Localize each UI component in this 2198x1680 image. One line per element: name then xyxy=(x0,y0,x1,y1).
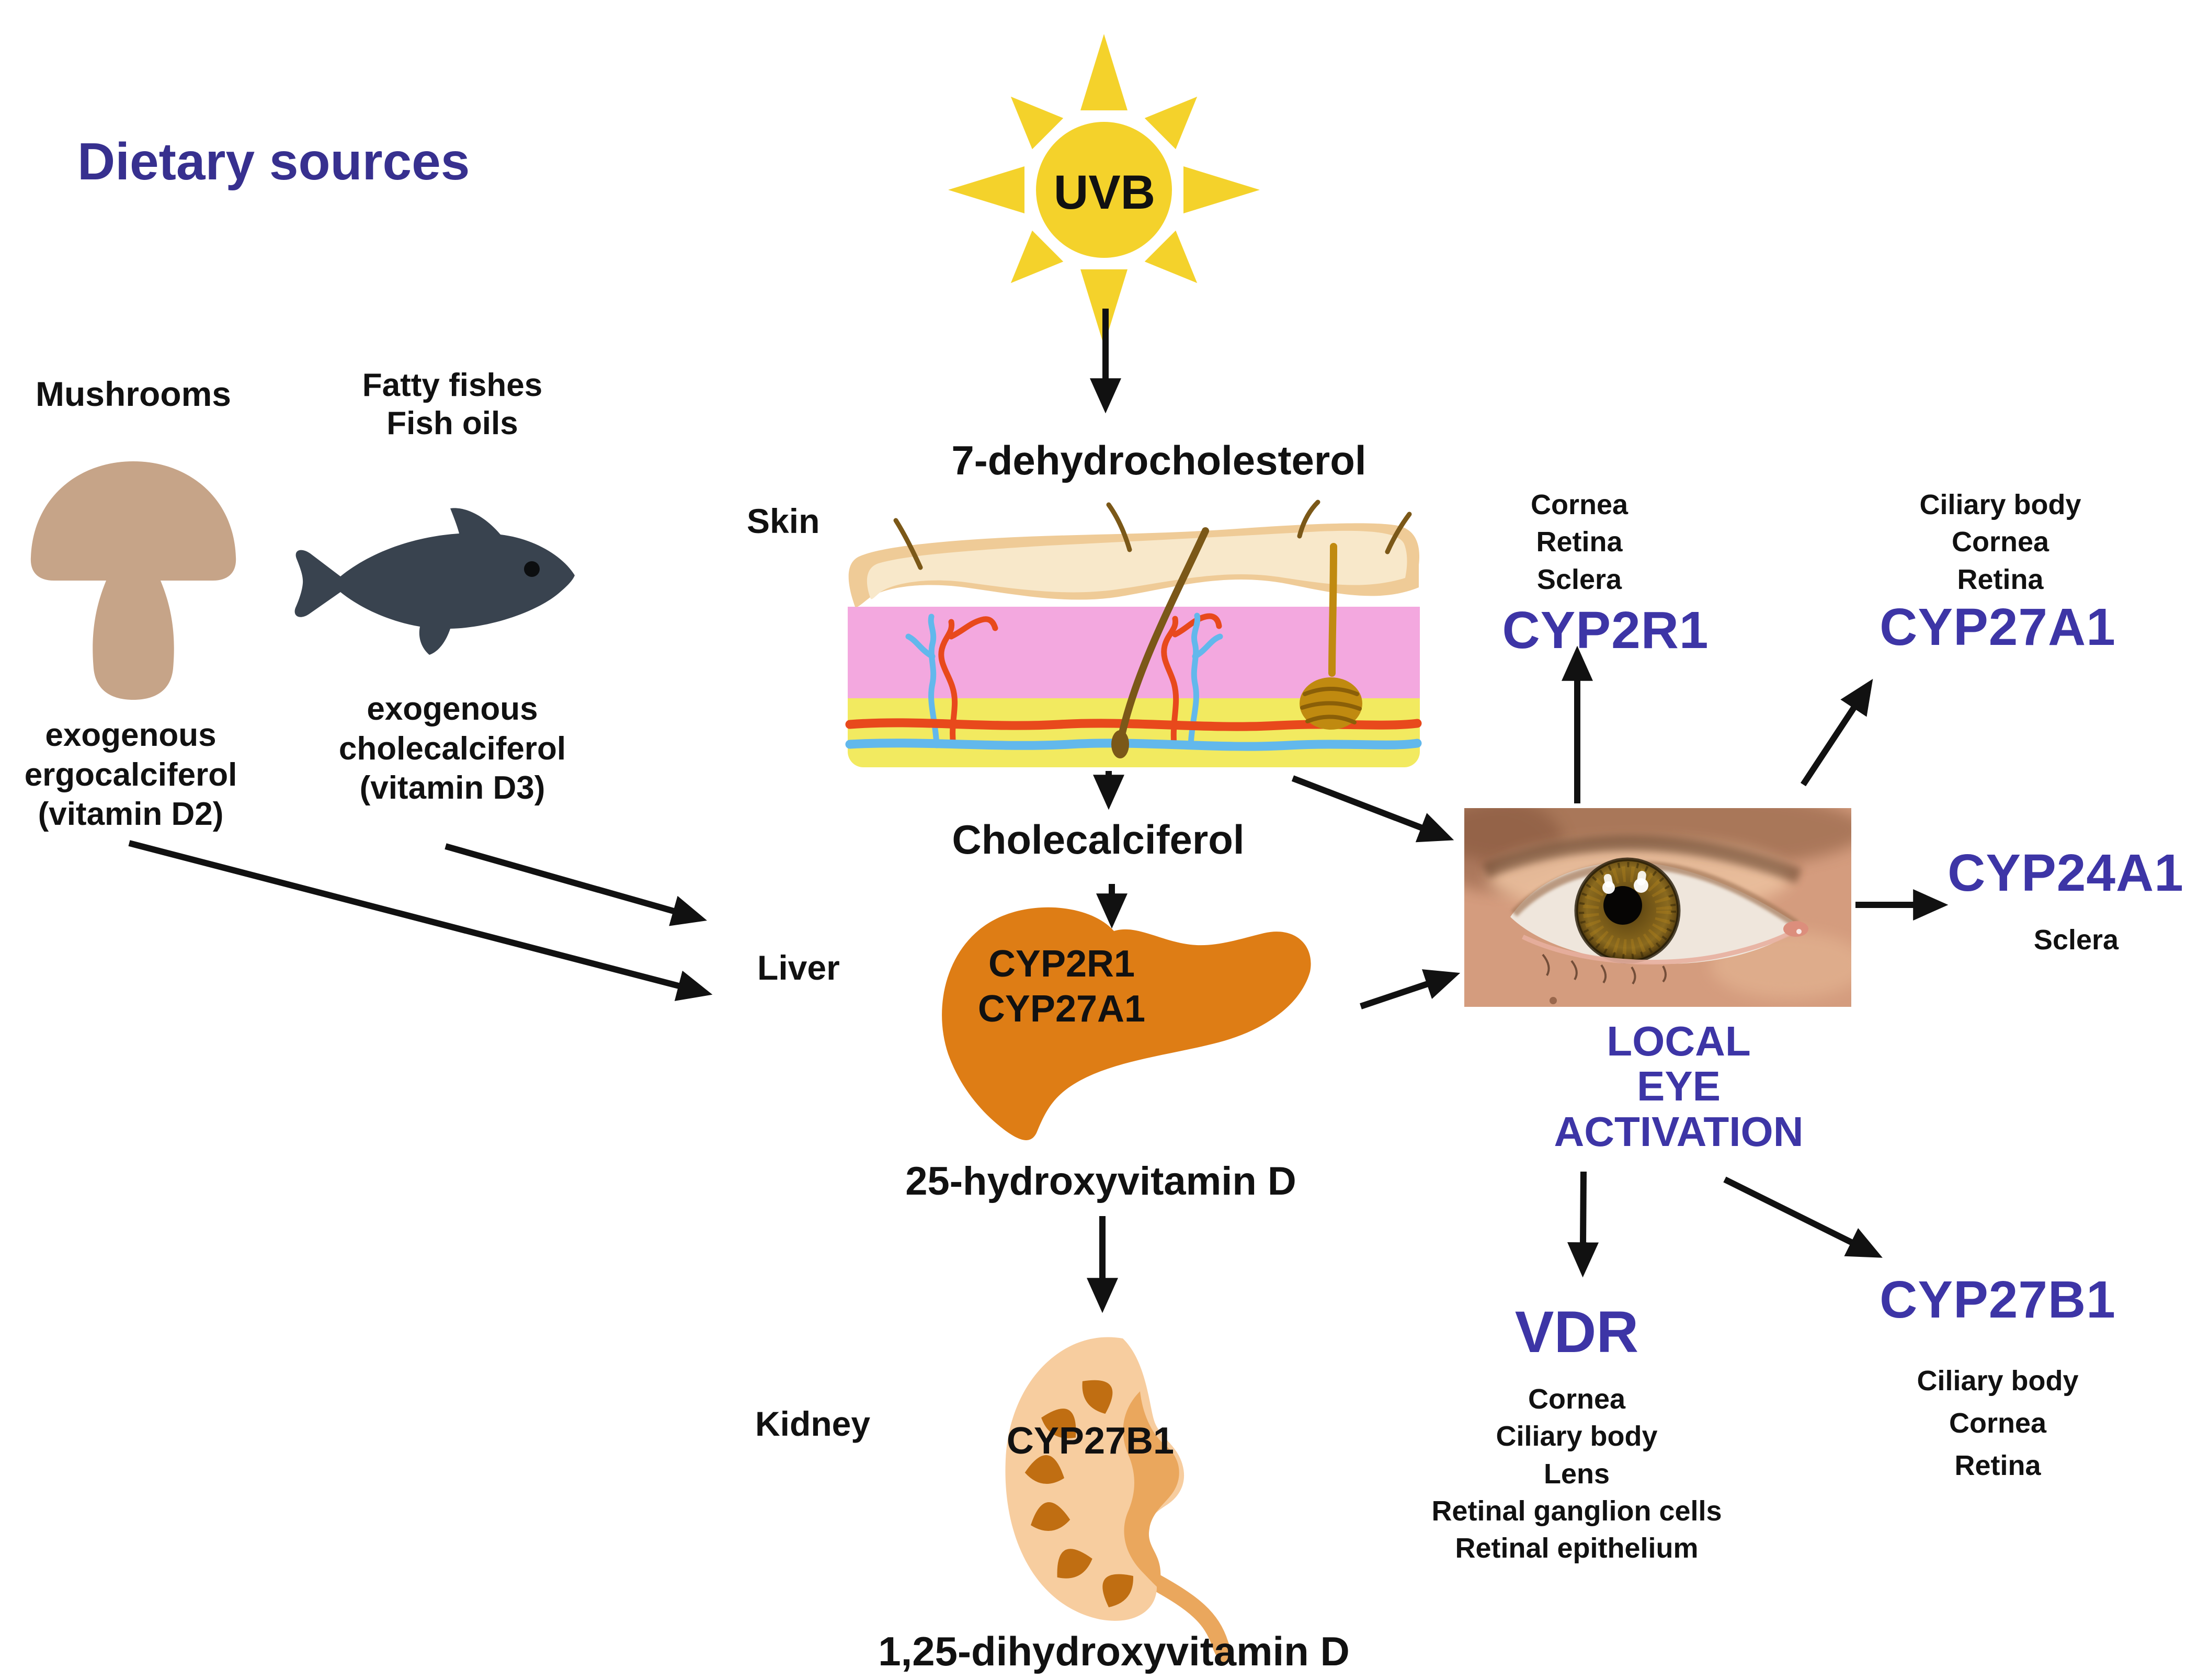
liver-label: Liver xyxy=(757,948,840,987)
tissue-line: Ciliary body xyxy=(1496,1421,1658,1452)
tissue-line: Retina xyxy=(1536,526,1623,558)
tissue-line: Retinal ganglion cells xyxy=(1431,1495,1722,1527)
mushrooms-desc-line1: exogenous xyxy=(45,717,217,753)
cholecalciferol-label: Cholecalciferol xyxy=(952,816,1245,862)
lea-line3: ACTIVATION xyxy=(1554,1108,1804,1155)
cyp27a1-label: CYP27A1 xyxy=(1880,598,2116,656)
arrow-activation-to-vdr xyxy=(1567,1171,1599,1278)
fish-description: exogenous cholecalciferol (vitamin D3) xyxy=(319,689,586,808)
cyp24a1-tissues: Sclera xyxy=(2033,924,2119,956)
tissue-line: Retina xyxy=(1957,563,2044,595)
skin-label: Skin xyxy=(747,502,820,540)
tissue-line: Ciliary body xyxy=(1917,1365,2079,1397)
fish-desc-line2: cholecalciferol xyxy=(338,730,566,767)
arrow-activation-to-cyp27b1 xyxy=(1723,1176,1883,1258)
mushroom-icon xyxy=(30,461,236,700)
mushrooms-desc-line2: ergocalciferol xyxy=(24,756,237,793)
local-eye-activation-label: LOCAL EYE ACTIVATION xyxy=(1522,1018,1836,1155)
cyp27a1-tissues: Ciliary body Cornea Retina xyxy=(1870,486,2131,598)
cyp2r1-label: CYP2R1 xyxy=(1502,601,1709,660)
fish-desc-line3: (vitamin D3) xyxy=(359,770,545,807)
eye-photo xyxy=(1464,808,1851,1007)
tissue-line: Retinal epithelium xyxy=(1455,1533,1699,1564)
pupil xyxy=(1603,886,1642,925)
liver-icon xyxy=(942,907,1311,1140)
lower-lashes xyxy=(1542,953,1667,985)
arrow-fish-to-liver xyxy=(445,843,708,926)
arrow-25oh-to-eye xyxy=(1360,969,1461,1009)
fish-title-line1: Fatty fishes xyxy=(362,367,543,403)
cyp27b1-eye-label: CYP27B1 xyxy=(1880,1270,2116,1329)
skin-hair xyxy=(893,500,1412,758)
skin-sweat-gland-icon xyxy=(1300,543,1362,730)
kidney-ureter xyxy=(1146,1573,1234,1663)
eyebrow xyxy=(1482,835,1802,884)
fish-eye xyxy=(524,561,540,577)
tissue-line: Retina xyxy=(1954,1450,2041,1481)
sun-uvb-icon xyxy=(948,34,1260,346)
fish-desc-line1: exogenous xyxy=(367,691,538,727)
arrow-cholecalciferol-to-eye xyxy=(1291,775,1454,843)
metabolite-25-label: 25-hydroxyvitamin D xyxy=(905,1159,1296,1204)
tissue-line: Cornea xyxy=(1528,1383,1626,1415)
arrow-mushrooms-to-liver xyxy=(128,840,713,1001)
tissue-line: Cornea xyxy=(1951,526,2049,558)
arrow-eye-to-cyp27a1 xyxy=(1800,678,1873,787)
cyp24a1-label: CYP24A1 xyxy=(1948,844,2184,902)
fish-icon xyxy=(294,508,575,655)
kidney-label: Kidney xyxy=(755,1404,871,1443)
precursor-label: 7-dehydrocholesterol xyxy=(951,437,1366,483)
tissue-line: Cornea xyxy=(1949,1407,2047,1439)
vdr-label: VDR xyxy=(1514,1299,1639,1365)
tissue-line: Sclera xyxy=(1536,563,1622,595)
caruncle xyxy=(1783,921,1808,937)
cyp27b1-tissues: Ciliary body Cornea Retina xyxy=(1867,1360,2128,1487)
kidney-icon xyxy=(1005,1337,1234,1663)
kidney-enzyme-cyp27b1: CYP27B1 xyxy=(1006,1420,1175,1462)
lea-line2: EYE xyxy=(1636,1063,1721,1110)
skin-cross-section-icon xyxy=(845,500,1422,767)
mushrooms-title: Mushrooms xyxy=(35,374,232,413)
liver-enzymes: CYP2R1 CYP27A1 xyxy=(931,941,1192,1032)
tissue-line: Cornea xyxy=(1530,489,1628,520)
page-title: Dietary sources xyxy=(77,132,470,191)
cyp2r1-tissues: Cornea Retina Sclera xyxy=(1475,486,1684,598)
fish-title: Fatty fishes Fish oils xyxy=(322,366,583,442)
liver-enzyme-cyp27a1: CYP27A1 xyxy=(977,988,1146,1030)
metabolite-125-label: 1,25-dihydroxyvitamin D xyxy=(878,1628,1350,1674)
tissue-line: Ciliary body xyxy=(1919,489,2081,520)
mushrooms-desc-line3: (vitamin D2) xyxy=(38,796,224,833)
liver-enzyme-cyp2r1: CYP2R1 xyxy=(988,943,1135,985)
fish-title-line2: Fish oils xyxy=(386,405,518,442)
tissue-line: Lens xyxy=(1543,1458,1610,1490)
lea-line1: LOCAL xyxy=(1607,1018,1751,1064)
uvb-label: UVB xyxy=(1053,166,1156,219)
mushrooms-description: exogenous ergocalciferol (vitamin D2) xyxy=(8,716,254,834)
kidney-calyces xyxy=(1024,1380,1133,1607)
vdr-tissues: Cornea Ciliary body Lens Retinal ganglio… xyxy=(1420,1381,1734,1567)
